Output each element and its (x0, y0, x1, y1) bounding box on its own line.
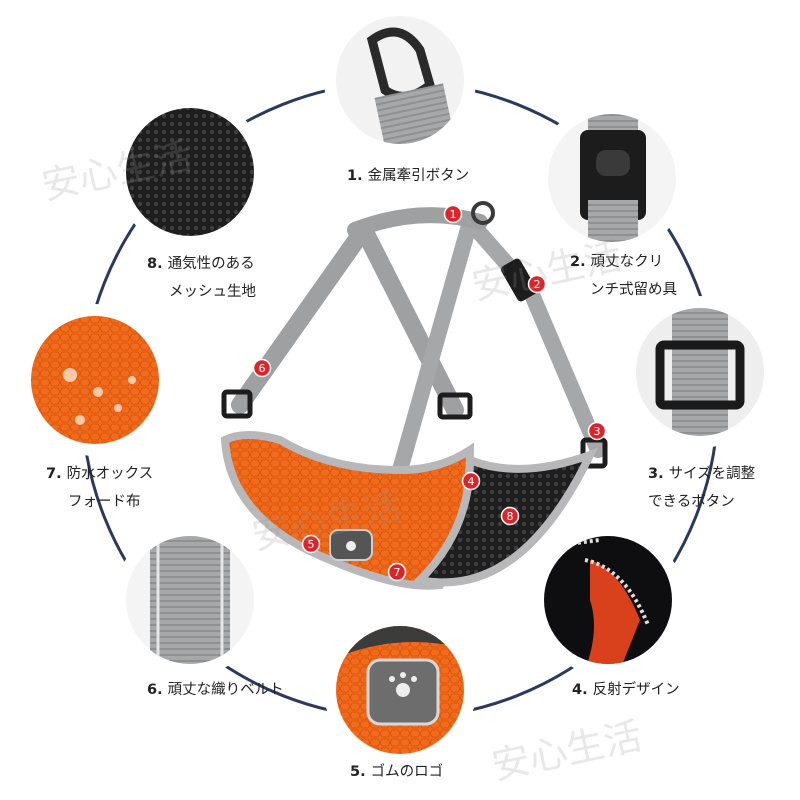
svg-text:6: 6 (259, 362, 266, 375)
thumb-mesh (126, 108, 254, 236)
badge-8: 8 (500, 506, 520, 526)
badge-3: 3 (587, 421, 607, 441)
thumb-buckle (548, 114, 676, 242)
thumb-reflective (544, 536, 672, 664)
svg-text:3: 3 (594, 425, 601, 438)
thumb-waterproof-fabric (31, 316, 159, 444)
callout-4: 4.反射デザイン (572, 682, 680, 698)
badge-5: 5 (301, 534, 321, 554)
callout-5: 5.ゴムのロゴ (350, 764, 444, 780)
harness-illustration (220, 201, 608, 590)
svg-text:5: 5 (308, 538, 315, 551)
badge-4: 4 (461, 471, 481, 491)
callout-8: 8.通気性のある メッシュ生地 (147, 256, 256, 300)
badge-6: 6 (252, 358, 272, 378)
thumb-adjuster (636, 308, 764, 436)
svg-text:2: 2 (534, 278, 541, 291)
svg-text:8: 8 (507, 510, 514, 523)
callout-2: 2.頑丈なクリ ンチ式留め具 (570, 254, 677, 298)
badges: 1 2 3 4 5 6 7 8 (252, 204, 607, 582)
callout-7: 7.防水オックス フォード布 (46, 466, 154, 510)
callout-3: 3.サイズを調整 できるボタン (648, 466, 756, 510)
svg-text:4: 4 (468, 475, 475, 488)
svg-text:7: 7 (394, 566, 401, 579)
thumb-woven-belt (126, 536, 254, 664)
callout-1: 1.金属牽引ボタン (347, 168, 470, 184)
svg-text:1: 1 (450, 208, 457, 221)
badge-1: 1 (443, 204, 463, 224)
badge-7: 7 (387, 562, 407, 582)
badge-2: 2 (527, 274, 547, 294)
callout-6: 6.頑丈な織りベルト (147, 682, 284, 698)
